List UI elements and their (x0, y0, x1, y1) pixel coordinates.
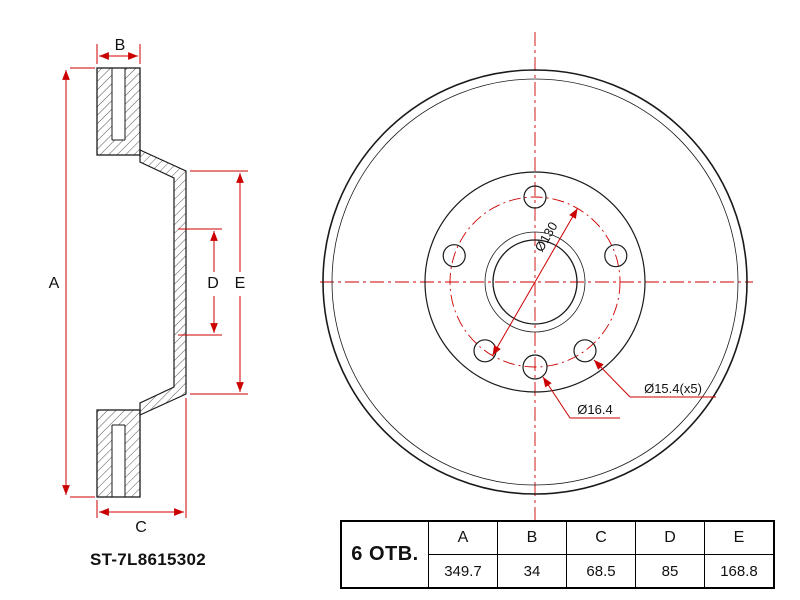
dimension-b (96, 44, 141, 64)
table-header-e: E (704, 520, 775, 555)
bolt-hole (604, 244, 628, 268)
bolt-holes-callout: Ø15.4(x5) (593, 359, 716, 398)
outer-chamfer-circle (331, 78, 739, 486)
bolt-hole (523, 185, 547, 209)
dimension-e (190, 170, 248, 395)
bolt-holes-diameter-label: Ø15.4(x5) (644, 381, 702, 396)
cross-section-view: A B C D (49, 37, 248, 536)
spec-table: 6 ОТВ. A B C D E 349.7 34 68.5 85 168.8 (340, 520, 775, 589)
table-header-b: B (497, 520, 567, 555)
table-header-c: C (566, 520, 636, 555)
table-value-c: 68.5 (566, 554, 636, 589)
dimension-label-c: C (135, 519, 147, 536)
dimension-label-d: D (207, 275, 219, 292)
hat-section (139, 149, 187, 416)
spec-table-header-row: 6 ОТВ. A B C D E (340, 520, 775, 589)
part-number: ST-7L8615302 (89, 550, 207, 569)
top-friction-ring (96, 67, 141, 156)
dimension-a (62, 67, 95, 498)
bottom-friction-ring (96, 409, 141, 498)
locating-hole-callout: Ø16.4 (542, 376, 620, 419)
holes-count-cell: 6 ОТВ. (340, 520, 429, 589)
dimension-d (178, 228, 222, 336)
table-value-e: 168.8 (704, 554, 775, 589)
front-view: Ø130 Ø16.4 Ø15.4(x5) (320, 32, 753, 534)
locating-hole-diameter-label: Ø16.4 (577, 402, 612, 417)
bolt-circle (449, 196, 621, 368)
hub-face-circle (424, 171, 646, 393)
bolt-hole (573, 339, 597, 363)
table-value-d: 85 (635, 554, 705, 589)
dimension-label-b: B (115, 37, 126, 54)
dimension-label-a: A (49, 275, 60, 292)
table-value-b: 34 (497, 554, 567, 589)
bolt-hole (442, 244, 466, 268)
dimension-c (96, 398, 187, 518)
dimension-label-e: E (235, 275, 246, 292)
table-value-a: 349.7 (428, 554, 498, 589)
spec-table-values-row: 349.7 34 68.5 85 168.8 (341, 554, 775, 589)
outer-edge-circle (322, 69, 748, 495)
table-header-a: A (428, 520, 498, 555)
table-header-d: D (635, 520, 705, 555)
